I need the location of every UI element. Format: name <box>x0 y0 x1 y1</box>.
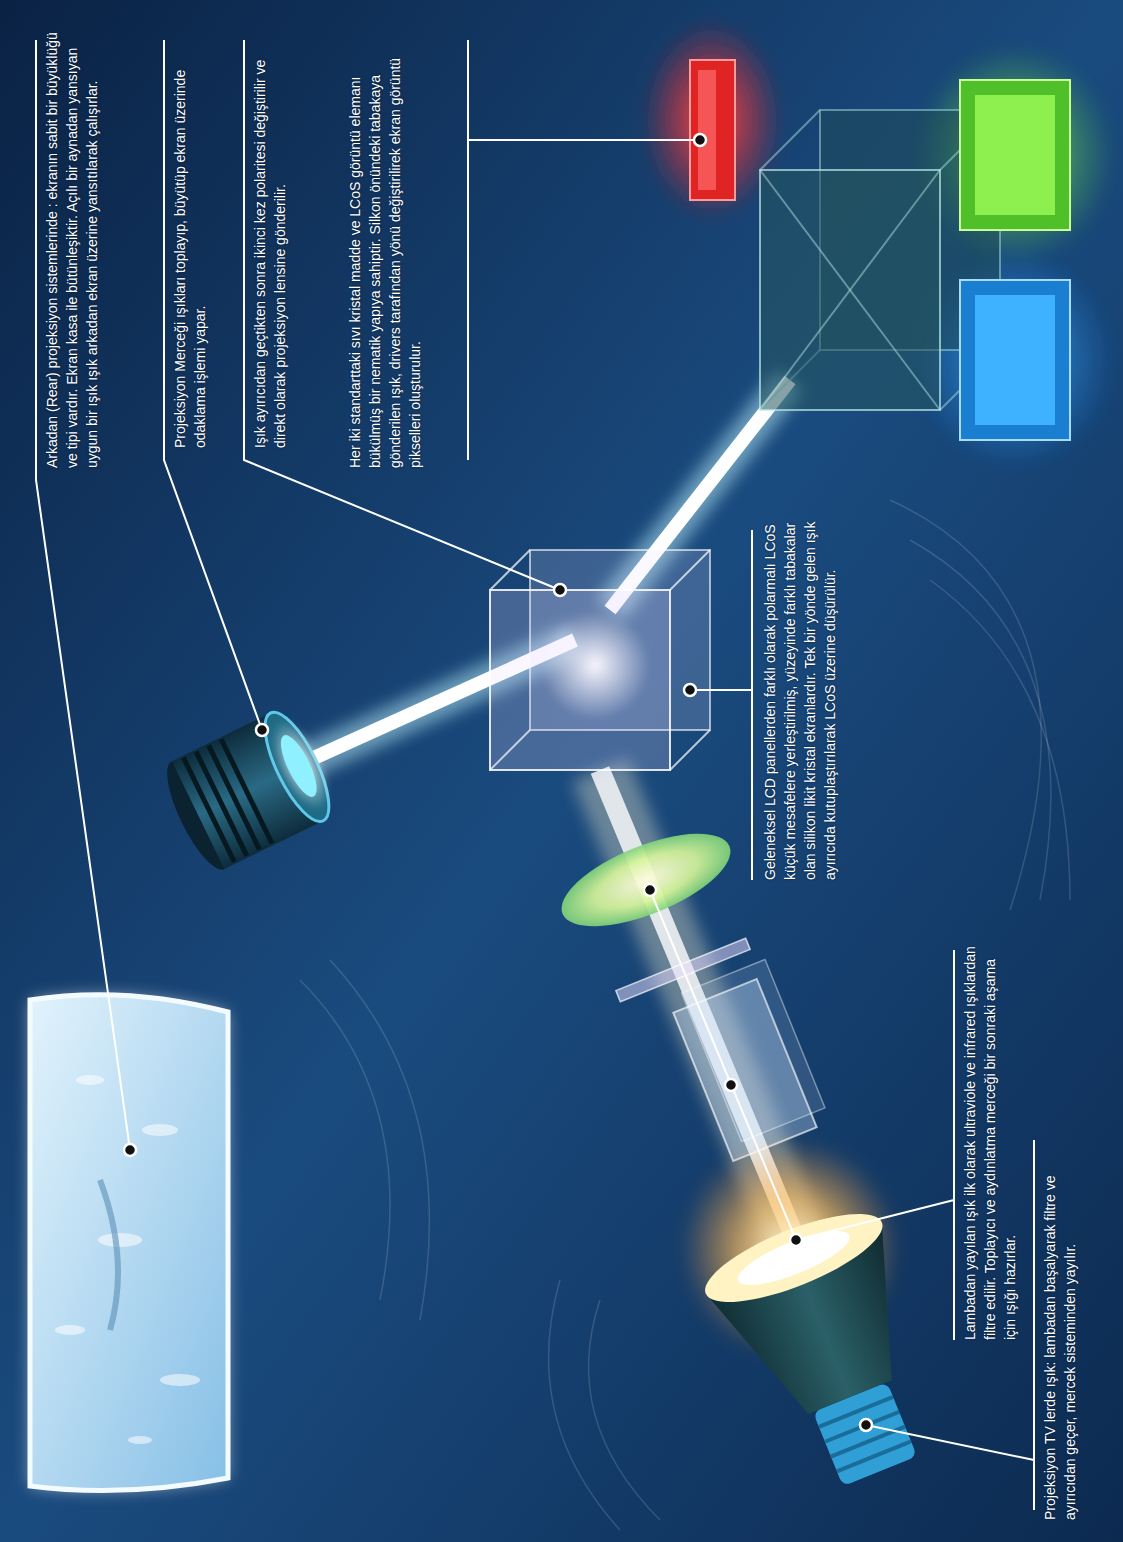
rear-projection-screen <box>30 995 228 1491</box>
projection-lens-part <box>274 731 324 802</box>
leader-lines-part <box>650 890 954 1340</box>
light-splitter-prism-part <box>490 550 710 770</box>
lamp-part <box>695 1196 892 1319</box>
lcos-color-cube <box>642 20 1115 470</box>
callout-text: Her iki standarttaki sıvı kristal madde … <box>345 28 425 468</box>
rear-projection-screen-part-part <box>55 1325 85 1335</box>
rear-projection-screen-part <box>30 995 228 1491</box>
leader-dots-part <box>725 1079 737 1091</box>
rear-projection-screen-part-part <box>98 1233 142 1247</box>
lcos-color-cube-part <box>975 95 1055 215</box>
leader-dots-part <box>790 1234 802 1246</box>
swirl-lines-part <box>930 580 1070 900</box>
swirl-lines-part <box>910 540 1051 900</box>
lamp <box>647 1106 982 1513</box>
callout-text: Lambadan yayılan ışık ilk olarak ultravi… <box>960 940 1020 1340</box>
callout-text: Arkadan (Rear) projeksiyon sistemlerinde… <box>42 28 102 468</box>
swirl-lines-part <box>890 500 1041 910</box>
callout-text: Işık ayırıcıdan geçtikten sonra ikinci k… <box>250 28 290 448</box>
swirl-lines-part <box>589 1300 660 1520</box>
callout-text: Geleneksel LCD panellerden farklı olarak… <box>760 520 840 880</box>
lcos-color-cube-part <box>960 280 1070 440</box>
swirl-lines <box>300 500 1070 1530</box>
callout-text: Projeksiyon TV lerde ışık: lambadan başa… <box>1040 1130 1080 1520</box>
lamp-part-part <box>825 1412 899 1442</box>
projection-lens-part-part <box>221 739 272 843</box>
rear-projection-screen-part-part <box>128 1436 152 1444</box>
leader-dots-part <box>124 1144 136 1156</box>
lcos-color-cube-part <box>760 110 820 170</box>
leader-dots-part <box>684 684 696 696</box>
rear-projection-screen-part-part <box>76 1075 104 1085</box>
projection-lens <box>156 702 347 877</box>
projection-lens-part <box>260 712 342 818</box>
lamp-part <box>819 1397 911 1471</box>
swirl-lines-part <box>300 980 390 1300</box>
rear-projection-screen-part <box>30 995 228 1491</box>
lcos-color-cube-part <box>760 170 940 410</box>
leader-dots-part <box>554 584 566 596</box>
projection-lens-part <box>183 739 272 862</box>
leader-dots-part <box>694 134 706 146</box>
leader-dots-part <box>256 724 268 736</box>
lamp-part <box>732 1221 855 1296</box>
leader-dots-part <box>644 884 656 896</box>
filter-optics-part-part <box>682 959 825 1141</box>
lcos-color-cube-part <box>975 295 1055 425</box>
rear-projection-screen-part-part <box>160 1374 200 1386</box>
lcos-color-cube-part <box>960 80 1070 230</box>
swirl-lines-part <box>549 1280 620 1530</box>
callout-text: Projeksiyon Merceği ışıkları toplayıp, b… <box>170 28 210 448</box>
lcos-color-cube-part <box>760 170 940 410</box>
filter-optics-part <box>550 815 742 945</box>
leader-lines-part <box>468 40 700 460</box>
lamp-part-part <box>837 1441 911 1471</box>
rear-projection-screen-part-part <box>142 1124 178 1136</box>
light-splitter-prism <box>490 550 710 770</box>
light-splitter-prism-part <box>670 550 710 590</box>
swirl-lines-part <box>330 960 429 1320</box>
leader-lines-part <box>690 530 752 880</box>
leader-dots-part <box>860 1419 872 1431</box>
rear-projection-screen-part <box>100 1180 118 1330</box>
light-splitter-prism-part <box>670 730 710 770</box>
lcos-color-cube-part <box>698 70 716 190</box>
lcos-color-cube-part <box>690 60 735 200</box>
projection-lens-part <box>253 704 342 829</box>
light-splitter-prism-part <box>490 590 670 770</box>
lcos-color-cube-part <box>760 170 940 410</box>
leader-dots <box>124 134 872 1431</box>
